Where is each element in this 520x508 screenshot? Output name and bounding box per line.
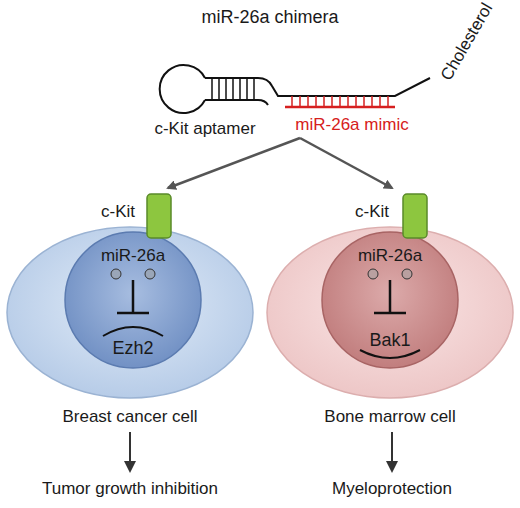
text-label: Myeloprotection bbox=[242, 479, 520, 499]
stem-base-pairs bbox=[212, 78, 254, 100]
text-label: Tumor growth inhibition bbox=[0, 479, 280, 499]
target-gene-label: Ezh2 bbox=[23, 338, 243, 358]
text-label: miR-26a mimic bbox=[202, 115, 502, 135]
delivery-arrow bbox=[300, 138, 392, 188]
cell-nucleus: miR-26aBak1 bbox=[320, 230, 460, 370]
aptamer-strand bbox=[205, 100, 268, 105]
text-label: c-Kit bbox=[0, 202, 268, 222]
diagram-title: miR-26a chimera bbox=[120, 7, 420, 27]
outcome-arrow bbox=[129, 432, 131, 470]
mimic-base-pairs bbox=[292, 96, 388, 107]
aptamer-strand bbox=[205, 78, 430, 96]
cell-label: Bone marrow cell bbox=[225, 407, 520, 427]
delivery-arrow bbox=[168, 138, 300, 188]
cell-nucleus: miR-26aEzh2 bbox=[63, 230, 203, 370]
text-label: c-Kit bbox=[222, 202, 520, 222]
mirna-label: miR-26a bbox=[280, 246, 500, 266]
aptamer-loop bbox=[160, 65, 205, 113]
outcome-arrow bbox=[391, 432, 393, 470]
text-label: Cholesterol bbox=[383, 0, 520, 177]
cell-body: Breast cancer cellmiR-26aEzh2 bbox=[5, 225, 255, 440]
target-gene-label: Bak1 bbox=[280, 330, 500, 350]
mirna-label: miR-26a bbox=[23, 246, 243, 266]
cell-label: Breast cancer cell bbox=[0, 407, 295, 427]
cell-body: Bone marrow cellmiR-26aBak1 bbox=[265, 225, 515, 440]
